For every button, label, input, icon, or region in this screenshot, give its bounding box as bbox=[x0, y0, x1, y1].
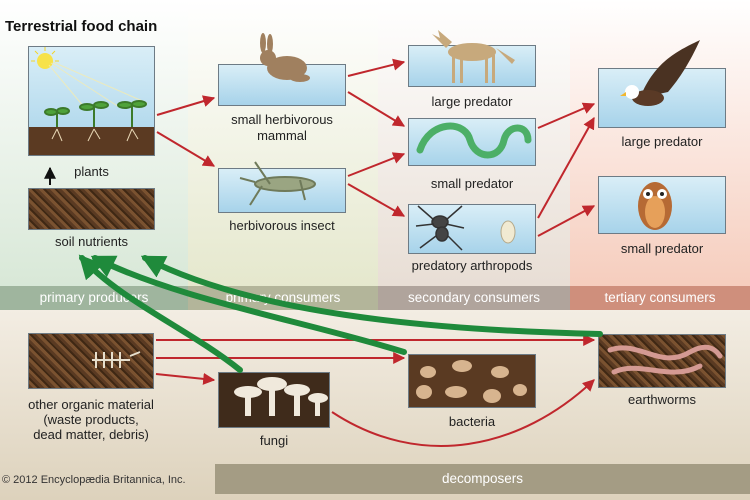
arrow-insect-to-small-predator bbox=[347, 152, 406, 177]
arrow-fungi-to-earthworms bbox=[331, 379, 595, 447]
arrow-small-predator-to-large-predator-3 bbox=[537, 102, 596, 129]
label-other-organic-material-line3: dead matter, debris) bbox=[33, 427, 149, 442]
label-bar-decomposers: decomposers bbox=[215, 464, 750, 494]
label-soil-nutrients: soil nutrients bbox=[55, 234, 128, 249]
earthworm-illustration bbox=[607, 344, 723, 375]
grasshopper-illustration bbox=[239, 161, 316, 206]
label-small-herbivorous-mammal-line1: small herbivorous bbox=[231, 112, 333, 127]
label-small-predator-2: small predator bbox=[430, 176, 514, 191]
spider-illustration bbox=[415, 205, 465, 251]
arrow-fungi-to-soil bbox=[78, 254, 243, 373]
eagle-illustration bbox=[620, 40, 700, 106]
label-large-predator-2: large predator bbox=[431, 94, 513, 109]
mite-illustration bbox=[500, 220, 516, 244]
bacteria-illustration bbox=[416, 360, 527, 403]
label-large-predator-3: large predator bbox=[621, 134, 703, 149]
primary-consumers-band bbox=[188, 0, 378, 310]
diagram-title: Terrestrial food chain bbox=[5, 18, 158, 35]
owl-illustration bbox=[638, 182, 672, 230]
arrow-bacteria-to-soil bbox=[90, 255, 407, 355]
coyote-illustration bbox=[432, 30, 515, 83]
soil-nutrients-box bbox=[28, 188, 155, 230]
arrow-mammal-to-large-predator bbox=[347, 58, 406, 77]
label-plants: plants bbox=[74, 164, 109, 179]
arrow-arthropods-to-large-predator-3 bbox=[537, 116, 595, 219]
mushrooms-illustration bbox=[234, 377, 328, 416]
label-small-herbivorous-mammal-line2: mammal bbox=[257, 128, 307, 143]
arrow-insect-to-arthropods bbox=[347, 183, 406, 217]
green-arrows bbox=[78, 254, 603, 373]
label-fungi: fungi bbox=[259, 433, 289, 448]
label-earthworms: earthworms bbox=[628, 392, 696, 407]
arrow-plants-to-mammal bbox=[156, 95, 216, 116]
snake-illustration bbox=[416, 122, 532, 159]
plants-illustration bbox=[29, 47, 154, 155]
label-bar-secondary-consumers: secondary consumers bbox=[378, 286, 570, 310]
label-herbivorous-insect: herbivorous insect bbox=[229, 218, 335, 233]
red-arrows bbox=[155, 58, 596, 447]
label-bacteria: bacteria bbox=[448, 414, 496, 429]
bacteria-box bbox=[408, 354, 536, 408]
rabbit-illustration bbox=[260, 33, 310, 82]
tertiary-consumers-band bbox=[570, 0, 750, 310]
label-small-predator-3: small predator bbox=[620, 241, 704, 256]
arrow-mammal-to-small-predator bbox=[347, 91, 406, 127]
label-bar-tertiary-consumers: tertiary consumers bbox=[570, 286, 750, 310]
earthworms-box bbox=[598, 334, 726, 388]
copyright-notice: © 2012 Encyclopædia Britannica, Inc. bbox=[2, 474, 186, 486]
arrow-plants-to-insect bbox=[156, 131, 216, 167]
label-other-organic-material-line1: other organic material bbox=[28, 397, 154, 412]
label-predatory-arthropods: predatory arthropods bbox=[411, 258, 533, 273]
arrow-earthworms-to-soil bbox=[140, 255, 603, 337]
other-organic-material-box bbox=[28, 333, 154, 389]
arrow-organic-to-fungi bbox=[155, 372, 216, 385]
plants-box bbox=[28, 46, 155, 156]
label-other-organic-material-line2: (waste products, bbox=[43, 412, 139, 427]
arrow-arthropods-to-small-predator-3 bbox=[537, 205, 596, 237]
skeleton-illustration bbox=[92, 351, 141, 368]
